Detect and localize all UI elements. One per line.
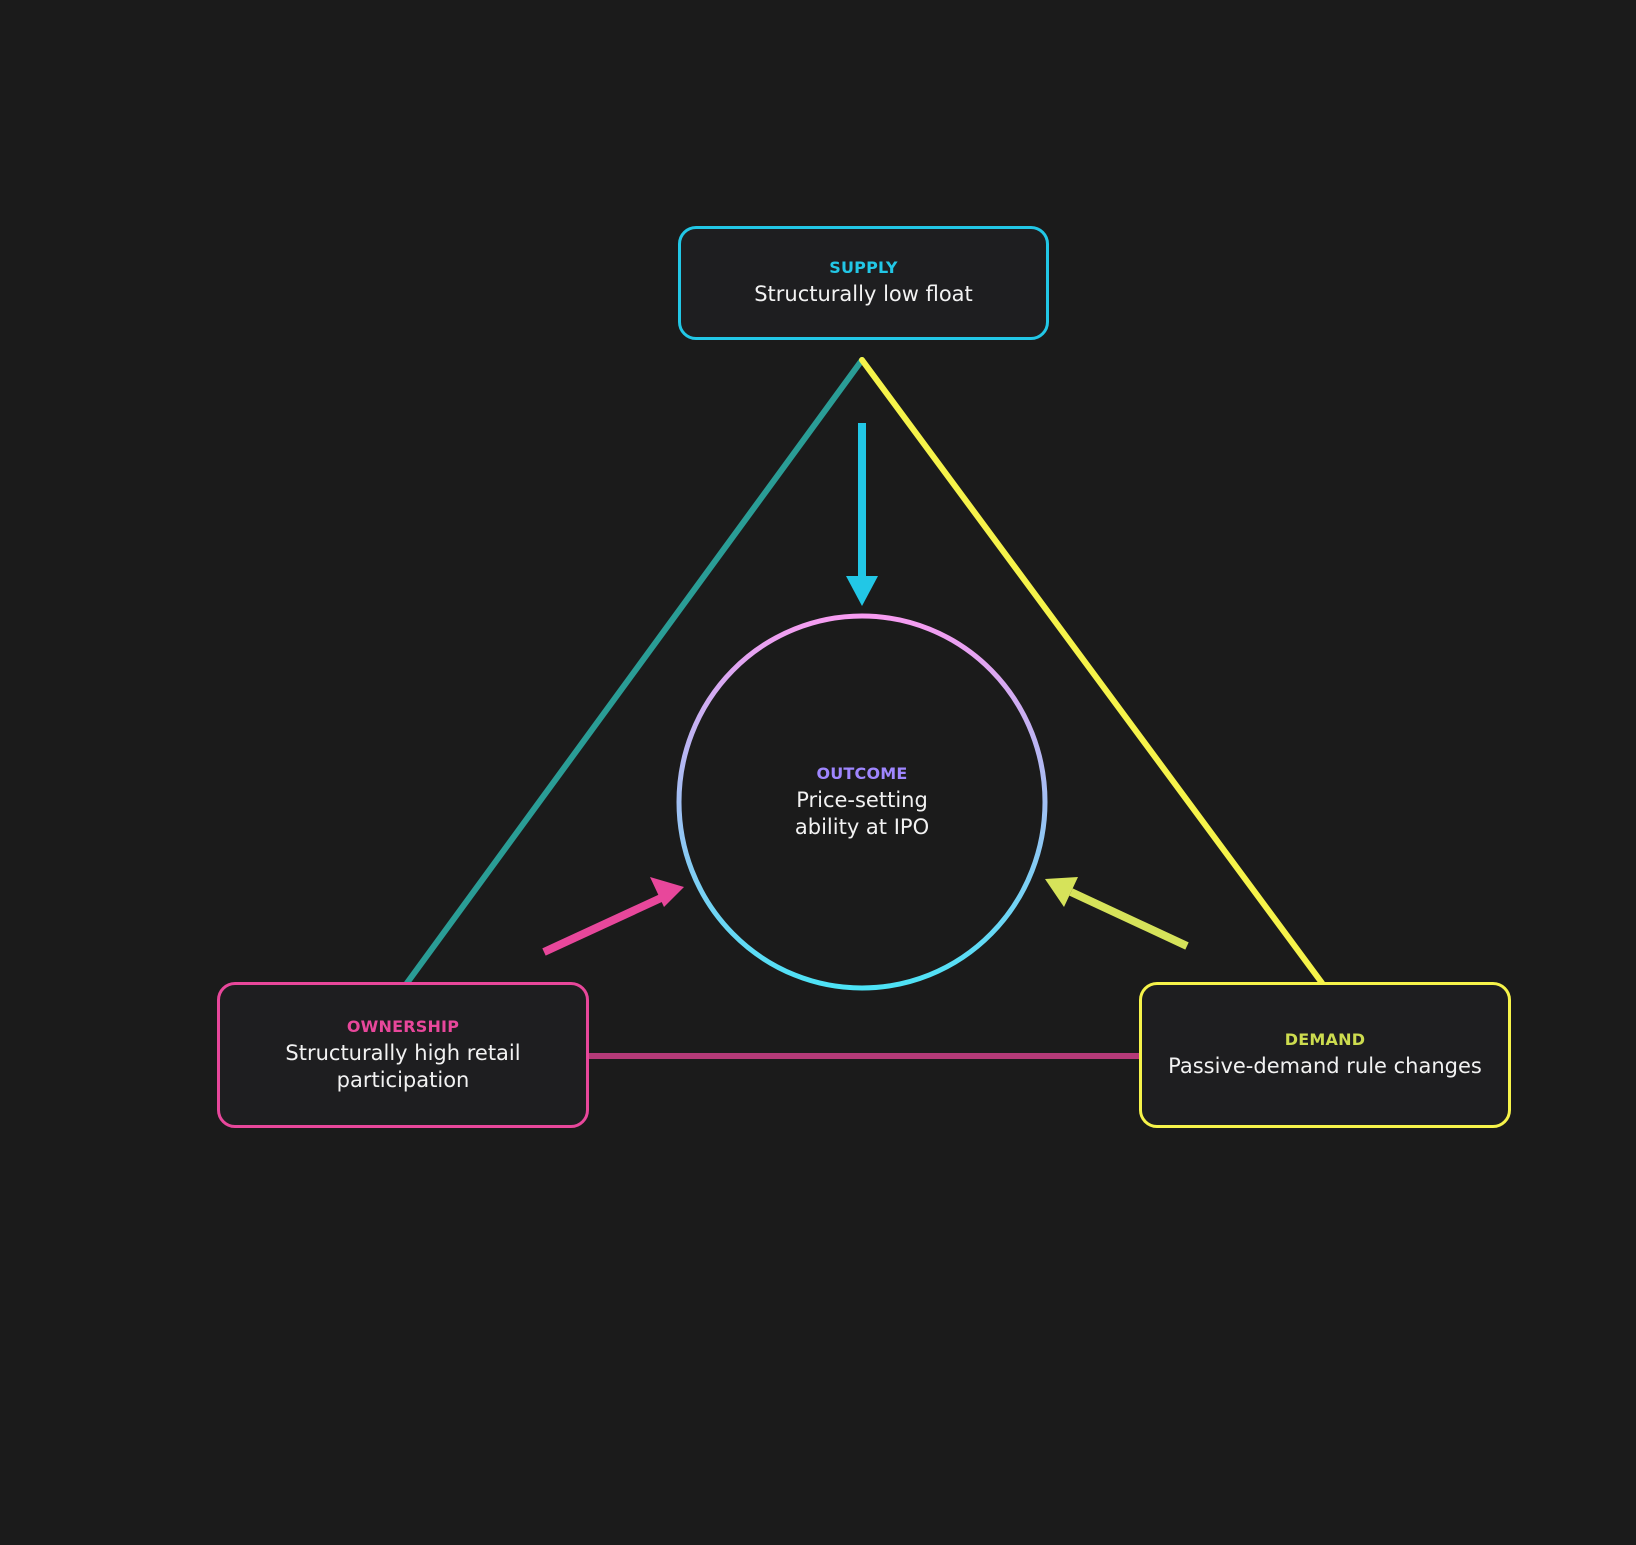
ownership-node: OWNERSHIP Structurally high retail parti… <box>217 982 589 1128</box>
supply-node: SUPPLY Structurally low float <box>678 226 1049 340</box>
outcome-label: OUTCOME <box>816 763 908 783</box>
demand-node: DEMAND Passive-demand rule changes <box>1139 982 1511 1128</box>
edge-supply-demand <box>859 357 1325 986</box>
outcome-node: OUTCOME Price-setting ability at IPO <box>679 616 1045 988</box>
arrow-supply-to-outcome <box>846 423 878 606</box>
ownership-text: Structurally high retail participation <box>285 1040 521 1092</box>
arrow-demand-to-outcome <box>1045 877 1189 950</box>
edge-supply-ownership <box>404 357 865 986</box>
arrow-ownership-to-outcome <box>542 877 684 956</box>
supply-text: Structurally low float <box>754 282 973 306</box>
ownership-label: OWNERSHIP <box>346 1016 460 1036</box>
supply-label: SUPPLY <box>829 258 898 277</box>
demand-text: Passive-demand rule changes <box>1168 1054 1482 1078</box>
outcome-text: Price-setting ability at IPO <box>794 787 930 839</box>
demand-label: DEMAND <box>1284 1030 1366 1049</box>
outcome-ring <box>676 613 1048 991</box>
